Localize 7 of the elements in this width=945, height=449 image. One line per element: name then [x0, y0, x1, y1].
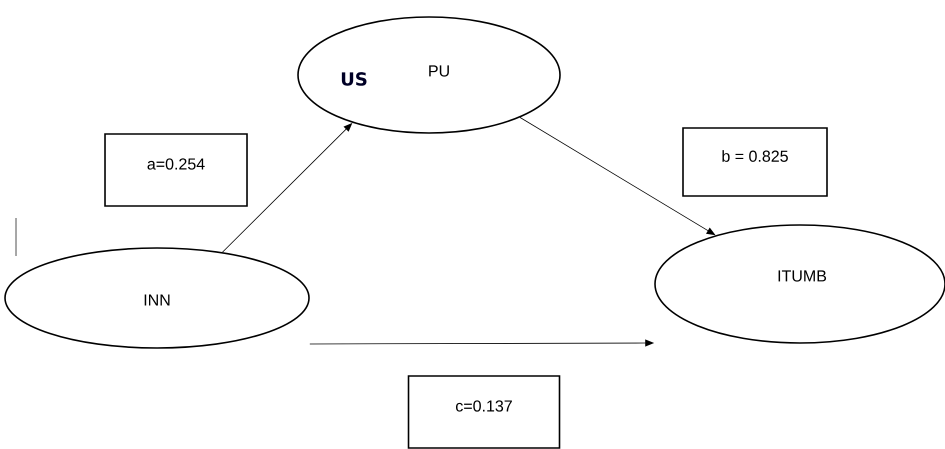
node-label: ITUMB	[778, 270, 826, 282]
node-label: c=0.137	[456, 400, 512, 412]
node-label: PU	[429, 65, 449, 77]
bold-label: US	[342, 72, 366, 86]
node-label: b = 0.825	[722, 150, 788, 162]
node-label: INN	[144, 294, 170, 306]
node-label: a=0.254	[148, 158, 205, 170]
